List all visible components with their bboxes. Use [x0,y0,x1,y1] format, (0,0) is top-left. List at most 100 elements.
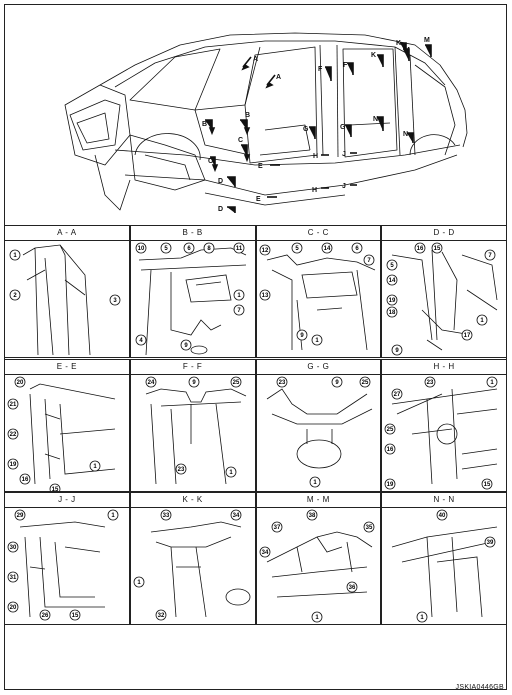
part-callout: 1 [89,460,101,471]
part-callout: 31 [7,571,19,583]
callout-number: 17 [464,333,471,339]
callout-circle [431,242,443,254]
part-callout: 1 [486,376,498,387]
callout-number: 10 [137,246,144,252]
callout-number: 34 [232,513,239,519]
callout-number: 5 [391,263,395,269]
callout-circle [7,458,19,469]
callout-circle [7,571,19,583]
marker-label-m: M [404,47,410,54]
callout-number: 9 [192,380,196,386]
part-callout: 7 [233,304,245,316]
marker-label-j: J [342,151,346,158]
panel-outline [19,521,106,618]
part-callout: 18 [386,306,398,318]
callout-circle [135,242,147,254]
part-callout: 9 [180,339,192,351]
callout-circle [391,388,403,399]
side-sill [124,154,458,196]
callout-number: 25 [361,380,368,386]
part-callout: 15 [431,242,443,254]
part-callout: 34 [230,509,242,521]
callout-number: 16 [387,447,394,453]
part-callout: 9 [296,329,307,341]
callout-circle [7,398,19,409]
section-title: M - M [256,493,381,508]
callout-circle [233,304,245,316]
panel-outline [392,249,498,351]
panel-outline [266,387,372,468]
part-callout: 40 [436,509,448,521]
callout-circle [160,242,172,254]
part-callout: 20 [14,376,26,387]
callout-number: 9 [184,343,188,349]
marker-label-a: A [253,56,258,63]
marker-label-f: F [318,66,323,73]
callout-circle [259,289,270,301]
marker-label-b: B [245,112,250,119]
part-callout: 1 [311,611,322,623]
callout-number: 23 [177,467,184,473]
callout-circle [359,376,370,387]
callout-number: 13 [261,293,268,299]
rear-wheel-arch [409,134,456,156]
part-callout: 14 [386,274,398,286]
callout-number: 24 [147,380,154,386]
marker-label-k2: K [396,40,401,47]
callout-circle [436,509,448,521]
callout-number: 32 [157,613,164,619]
part-callout: 10 [135,242,147,254]
part-callout: 9 [391,344,403,356]
part-callout: 8 [203,242,215,254]
marker-label-c: C [238,137,243,144]
callout-number: 35 [365,525,372,531]
callout-number: 21 [10,402,17,408]
part-callout: 23 [424,376,436,387]
callout-circle [7,428,19,439]
callout-circle [233,289,245,301]
callout-number: 1 [421,615,425,621]
section-title: N - N [382,493,506,508]
callout-circle [233,242,245,254]
callout-number: 14 [389,278,396,284]
panel-outline [266,254,375,351]
part-callout: 27 [391,388,403,399]
section-title: B - B [130,226,255,241]
marker-label-e2: E [256,196,261,203]
callout-number: 1 [315,615,319,621]
callout-circle [133,576,145,588]
callout-circle [386,294,398,306]
part-callout: 15 [69,609,81,621]
section-title: E - E [5,359,129,375]
part-callout: 16 [414,242,426,254]
section-title: G - G [256,359,381,375]
callout-circle [416,611,428,623]
callout-number: 1 [481,318,485,324]
callout-circle [363,521,374,533]
callout-number: 20 [10,605,17,611]
callout-circle [321,242,332,254]
callout-number: 16 [22,477,29,483]
marker-label-g2: G [340,124,346,131]
part-callout: 38 [306,509,317,521]
callout-number: 9 [300,333,304,339]
callout-number: 33 [162,513,169,519]
callout-number: 1 [229,470,233,476]
callout-circle [481,478,493,489]
callout-number: 30 [10,545,17,551]
callout-circle [107,509,119,521]
part-callout: 23 [175,463,187,474]
part-callout: 34 [259,546,270,558]
callout-circle [259,546,270,558]
part-callout: 6 [351,242,362,254]
callout-circle [386,306,398,318]
rear-door-opening [342,48,398,158]
callout-number: 1 [313,480,317,486]
